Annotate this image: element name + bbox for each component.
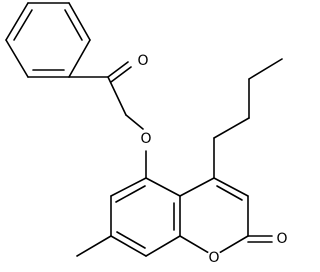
pyranone-ring xyxy=(179,177,249,257)
ether-oxygen-atom: O xyxy=(138,131,154,147)
molecule-structure: O O O O xyxy=(5,2,290,266)
carbonyl-oxygen-atom: O xyxy=(135,53,151,69)
ring-oxygen-atom: O xyxy=(206,250,222,266)
lactone-carbonyl xyxy=(247,235,273,243)
lactone-oxygen-label: O xyxy=(276,231,287,247)
ring-oxygen-label: O xyxy=(208,250,219,266)
butyl-chain xyxy=(213,58,283,179)
phenacyl-chain xyxy=(68,61,144,130)
methyl-bond xyxy=(76,235,112,257)
lactone-oxygen-atom: O xyxy=(274,231,290,247)
benzo-ring xyxy=(110,150,181,257)
phenyl-ring xyxy=(5,2,91,78)
carbonyl-oxygen-label: O xyxy=(137,53,148,69)
ether-oxygen-label: O xyxy=(140,131,151,147)
